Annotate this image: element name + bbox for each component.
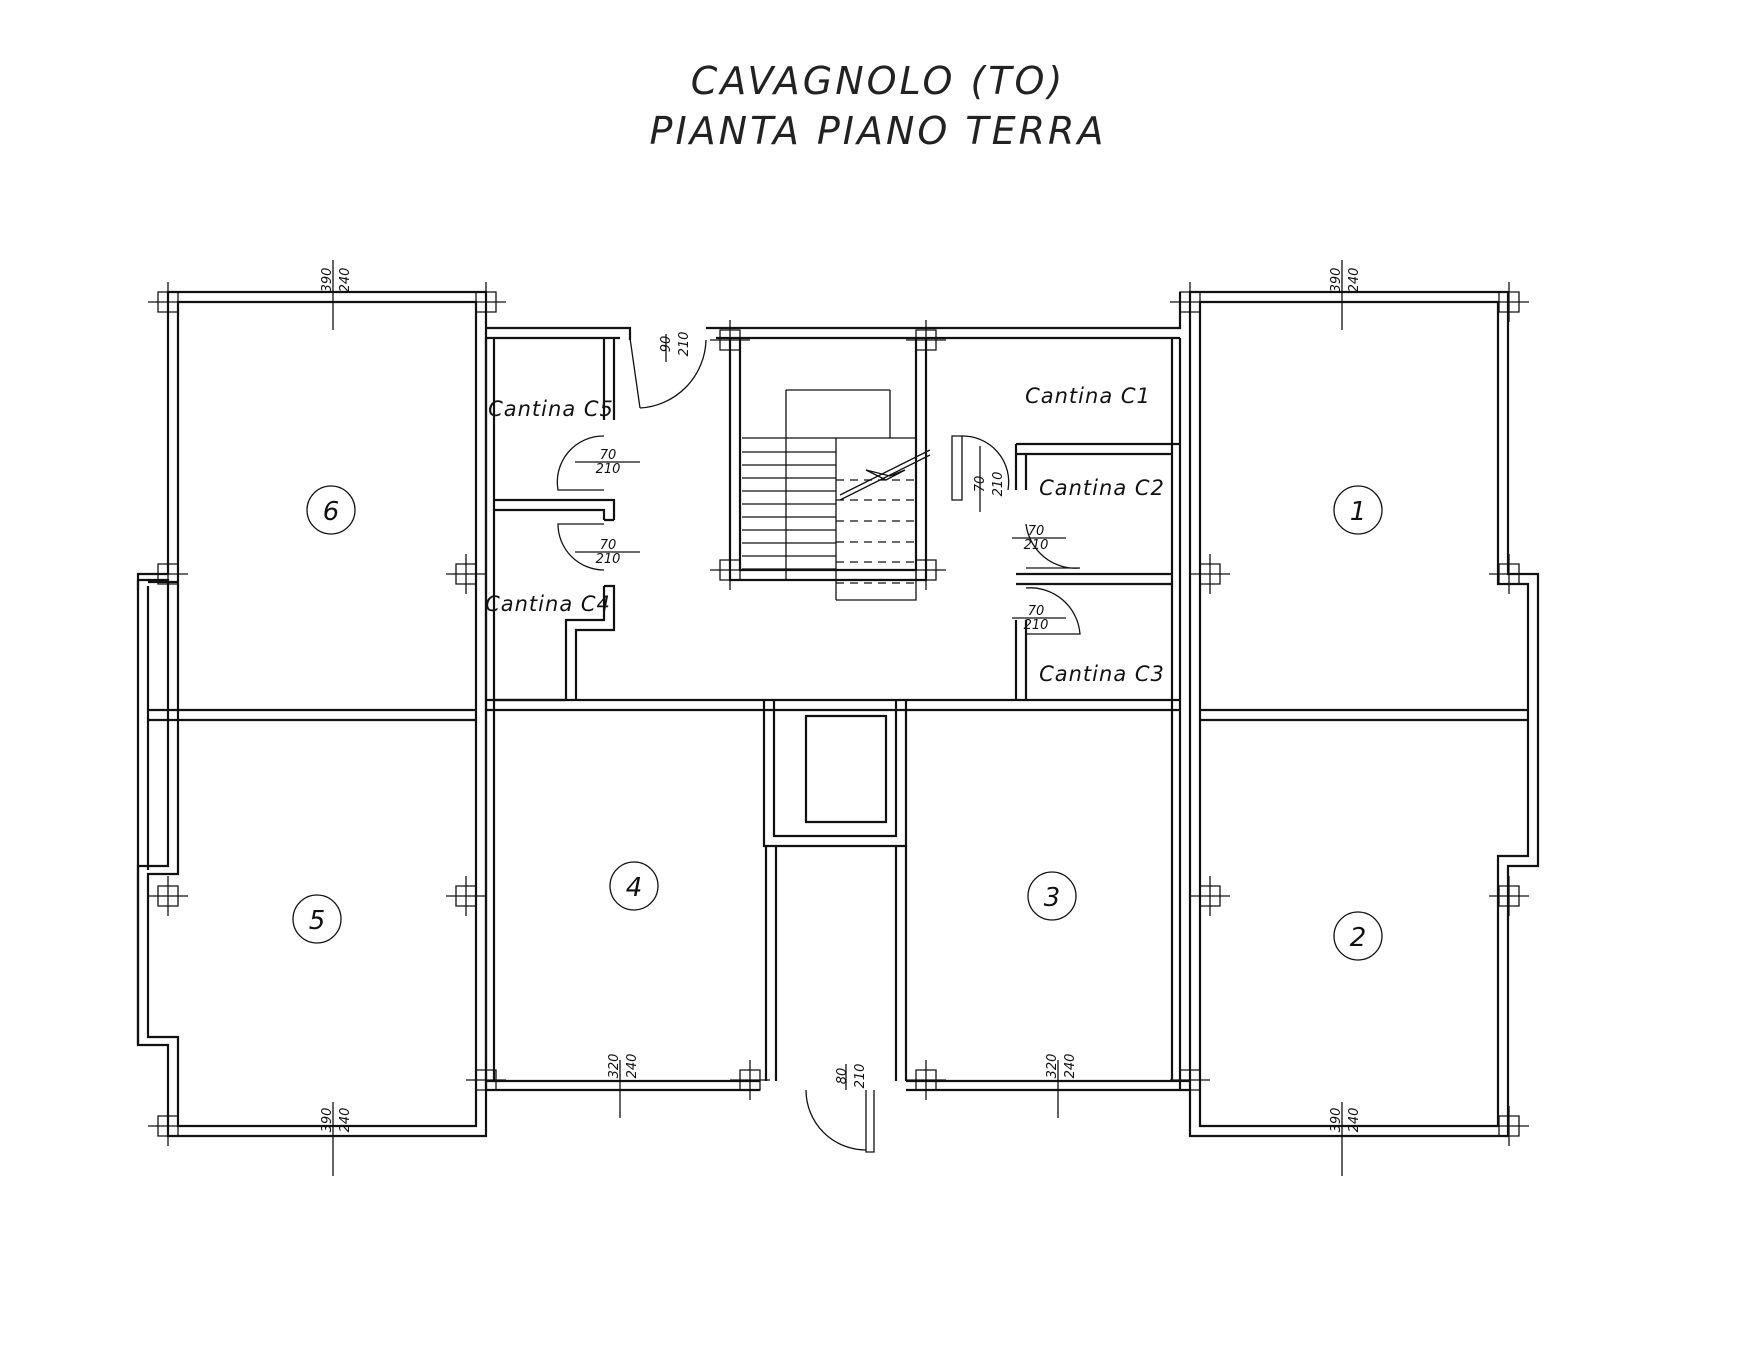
dim-door-c2-w: 70 (1028, 524, 1045, 539)
dim-door-c2-h: 210 (1024, 538, 1049, 553)
dim-door-entrance-h: 210 (853, 1064, 868, 1089)
dim-window-apt3-h: 240 (1063, 1054, 1078, 1079)
apartment-2-marker: 2 (1333, 911, 1383, 961)
cellar-c4-label: Cantina C4 (485, 592, 611, 616)
cellar-c3-label: Cantina C3 (1039, 662, 1165, 686)
apartment-6-number: 6 (323, 497, 340, 527)
dim-window-top-right-w: 390 (1329, 268, 1344, 293)
apartment-3-number: 3 (1044, 883, 1061, 913)
staircase (742, 389, 931, 601)
window-marks (332, 260, 1343, 1176)
outer-walls (136, 290, 1540, 1138)
dimension-labels: 390 240 390 240 390 240 390 240 320 240 … (320, 268, 1362, 1133)
cellar-c5-label: Cantina C5 (488, 397, 614, 421)
dim-door-c1-w: 70 (973, 476, 988, 493)
dim-door-entrance-w: 80 (835, 1068, 850, 1085)
cellar-labels: Cantina C1 Cantina C2 Cantina C3 Cantina… (485, 384, 1165, 686)
apartment-1-marker: 1 (1333, 485, 1383, 535)
dim-window-bottom-left-w: 390 (320, 1108, 335, 1133)
apartment-4-marker: 4 (609, 861, 659, 911)
dim-window-apt4-w: 320 (607, 1054, 622, 1079)
title-line-1: CAVAGNOLO (TO) (691, 59, 1066, 103)
dim-door-c1-h: 210 (991, 472, 1006, 497)
cellar-c2-label: Cantina C2 (1039, 476, 1165, 500)
dim-window-bottom-right-h: 240 (1347, 1108, 1362, 1133)
apartment-4-number: 4 (626, 873, 643, 903)
apartment-5-number: 5 (309, 906, 326, 936)
dim-door-c3-w: 70 (1028, 604, 1045, 619)
apartment-1-number: 1 (1350, 497, 1367, 527)
dim-door-main-top-w: 90 (659, 336, 674, 353)
apartment-6-marker: 6 (306, 485, 356, 535)
dim-door-main-top-h: 210 (677, 332, 692, 357)
column-markers (148, 282, 1529, 1146)
dim-door-c3-h: 210 (1024, 618, 1049, 633)
dim-window-apt4-h: 240 (625, 1054, 640, 1079)
apartment-3-marker: 3 (1027, 871, 1077, 921)
dim-window-top-left-w: 390 (320, 268, 335, 293)
dim-door-c5-w: 70 (600, 448, 617, 463)
dim-window-bottom-left-h: 240 (338, 1108, 353, 1133)
apartment-5-marker: 5 (292, 894, 342, 944)
title-line-2: PIANTA PIANO TERRA (650, 109, 1107, 153)
apartment-numbers: 1 2 3 4 5 6 (292, 485, 1383, 961)
interior-walls (148, 338, 1528, 1090)
dim-door-c4-h: 210 (596, 552, 621, 567)
dim-door-c5-h: 210 (596, 462, 621, 477)
dim-door-c4-w: 70 (600, 538, 617, 553)
doors (556, 337, 1081, 1153)
dim-window-top-right-h: 240 (1347, 268, 1362, 293)
apartment-2-number: 2 (1350, 923, 1367, 953)
dim-window-bottom-right-w: 390 (1329, 1108, 1344, 1133)
dim-window-top-left-h: 240 (338, 268, 353, 293)
cellar-c1-label: Cantina C1 (1025, 384, 1151, 408)
dim-window-apt3-w: 320 (1045, 1054, 1060, 1079)
